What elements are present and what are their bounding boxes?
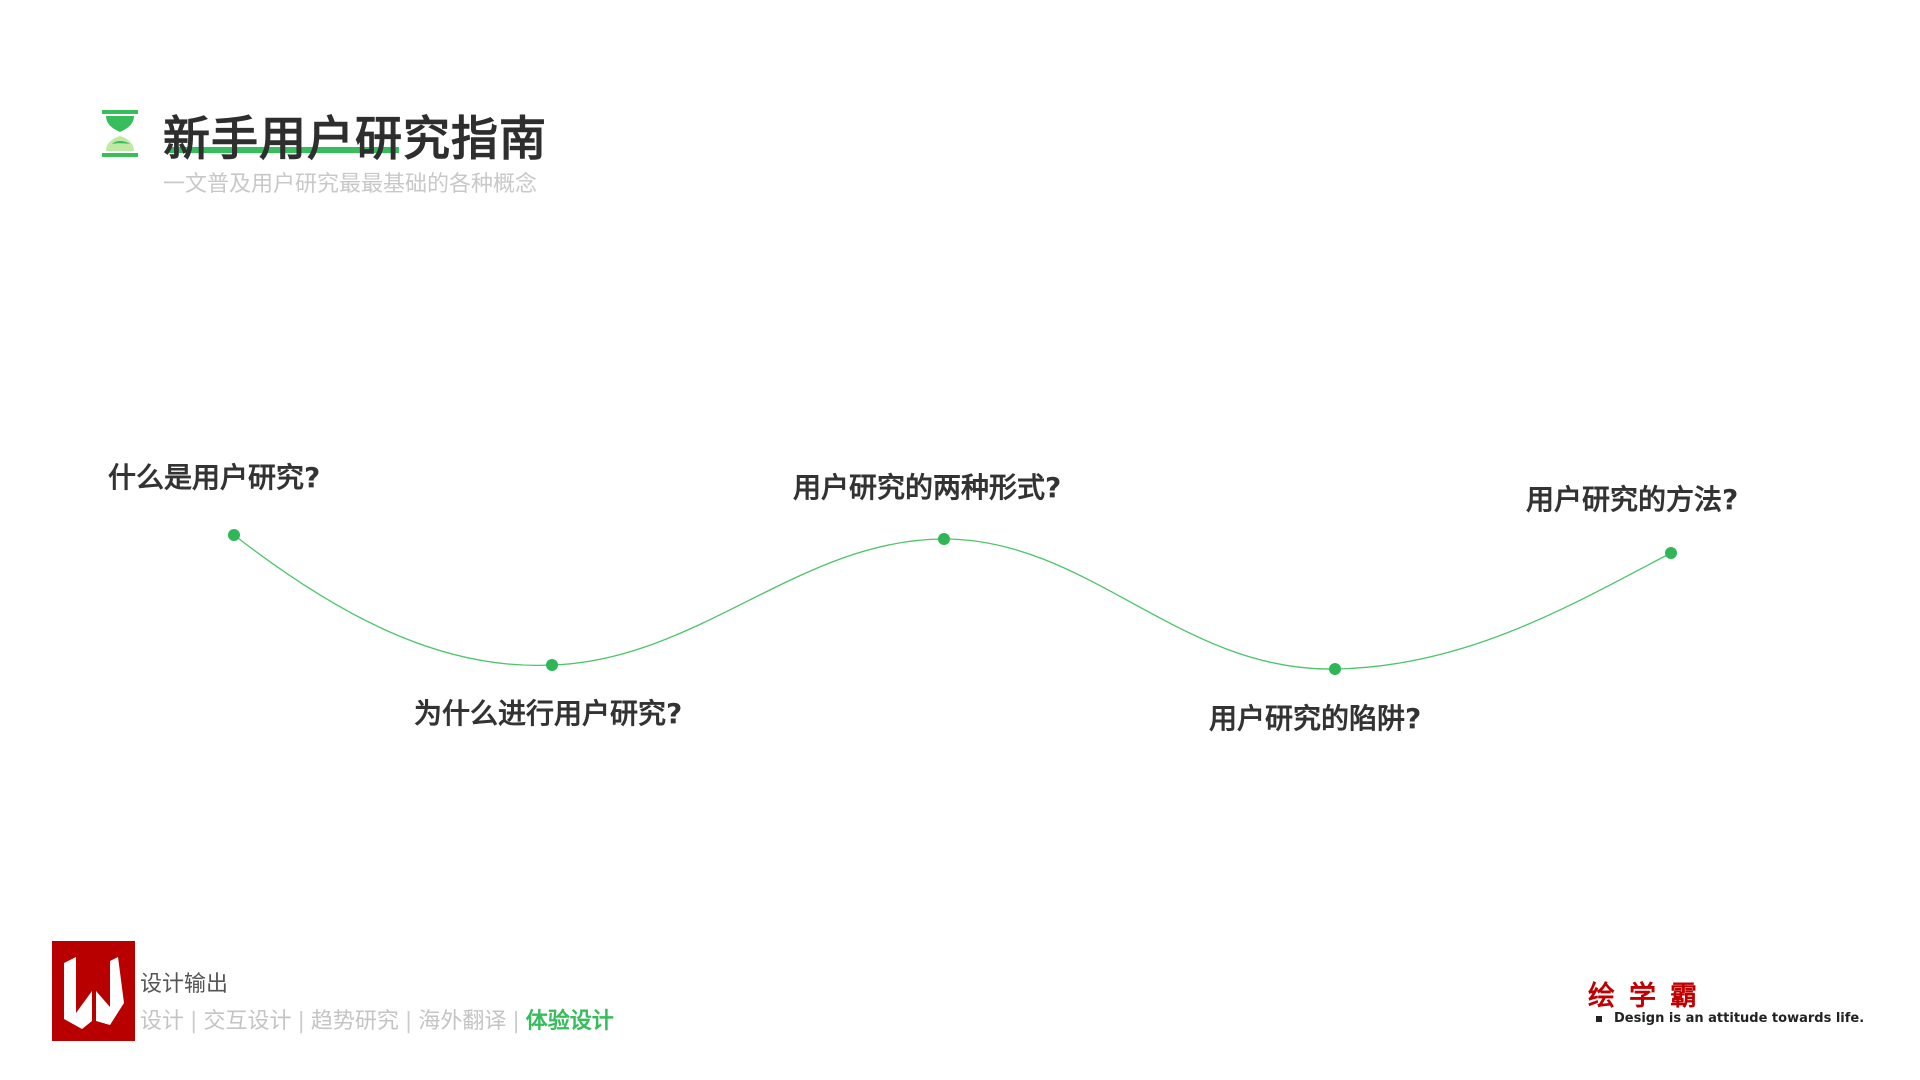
hourglass-icon [102, 110, 138, 158]
category-link[interactable]: 趋势研究 [310, 1009, 399, 1034]
timeline-label-1: 什么是用户研究? [108, 461, 321, 494]
timeline-dot-2 [546, 659, 558, 671]
bullet-icon [1596, 1015, 1602, 1022]
timeline-label-2: 为什么进行用户研究? [414, 697, 683, 730]
timeline-label-3: 用户研究的两种形式? [793, 471, 1062, 504]
category-link[interactable]: 交互设计 [203, 1009, 292, 1034]
logo [52, 941, 135, 1041]
separator: | [404, 1009, 413, 1034]
timeline-dot-5 [1665, 547, 1677, 559]
timeline-label-5: 用户研究的方法? [1526, 483, 1739, 516]
separator: | [512, 1009, 520, 1034]
title-underline [167, 147, 399, 153]
footer-categories: 设计|交互设计|趋势研究|海外翻译|体验设计 [140, 1003, 614, 1035]
page-title: 新手用户研究指南 [163, 112, 547, 167]
separator: | [297, 1009, 305, 1034]
timeline-path [233, 534, 1672, 670]
brand-name: 绘学霸 [1588, 981, 1711, 1012]
category-link-active[interactable]: 体验设计 [525, 1009, 614, 1034]
page-subtitle: 一文普及用户研究最最基础的各种概念 [163, 172, 538, 197]
timeline-dot-3 [938, 533, 950, 545]
footer-heading: 设计输出 [140, 972, 229, 997]
separator: | [190, 1009, 198, 1034]
timeline-dot-4 [1329, 663, 1341, 675]
brand-tagline: Design is an attitude towards life. [1596, 1011, 1864, 1026]
tagline-text: Design is an attitude towards life. [1614, 1011, 1865, 1026]
category-link[interactable]: 设计 [140, 1009, 185, 1034]
timeline-label-4: 用户研究的陷阱? [1209, 702, 1422, 735]
category-link[interactable]: 海外翻译 [418, 1009, 507, 1034]
timeline-dot-1 [228, 529, 240, 541]
